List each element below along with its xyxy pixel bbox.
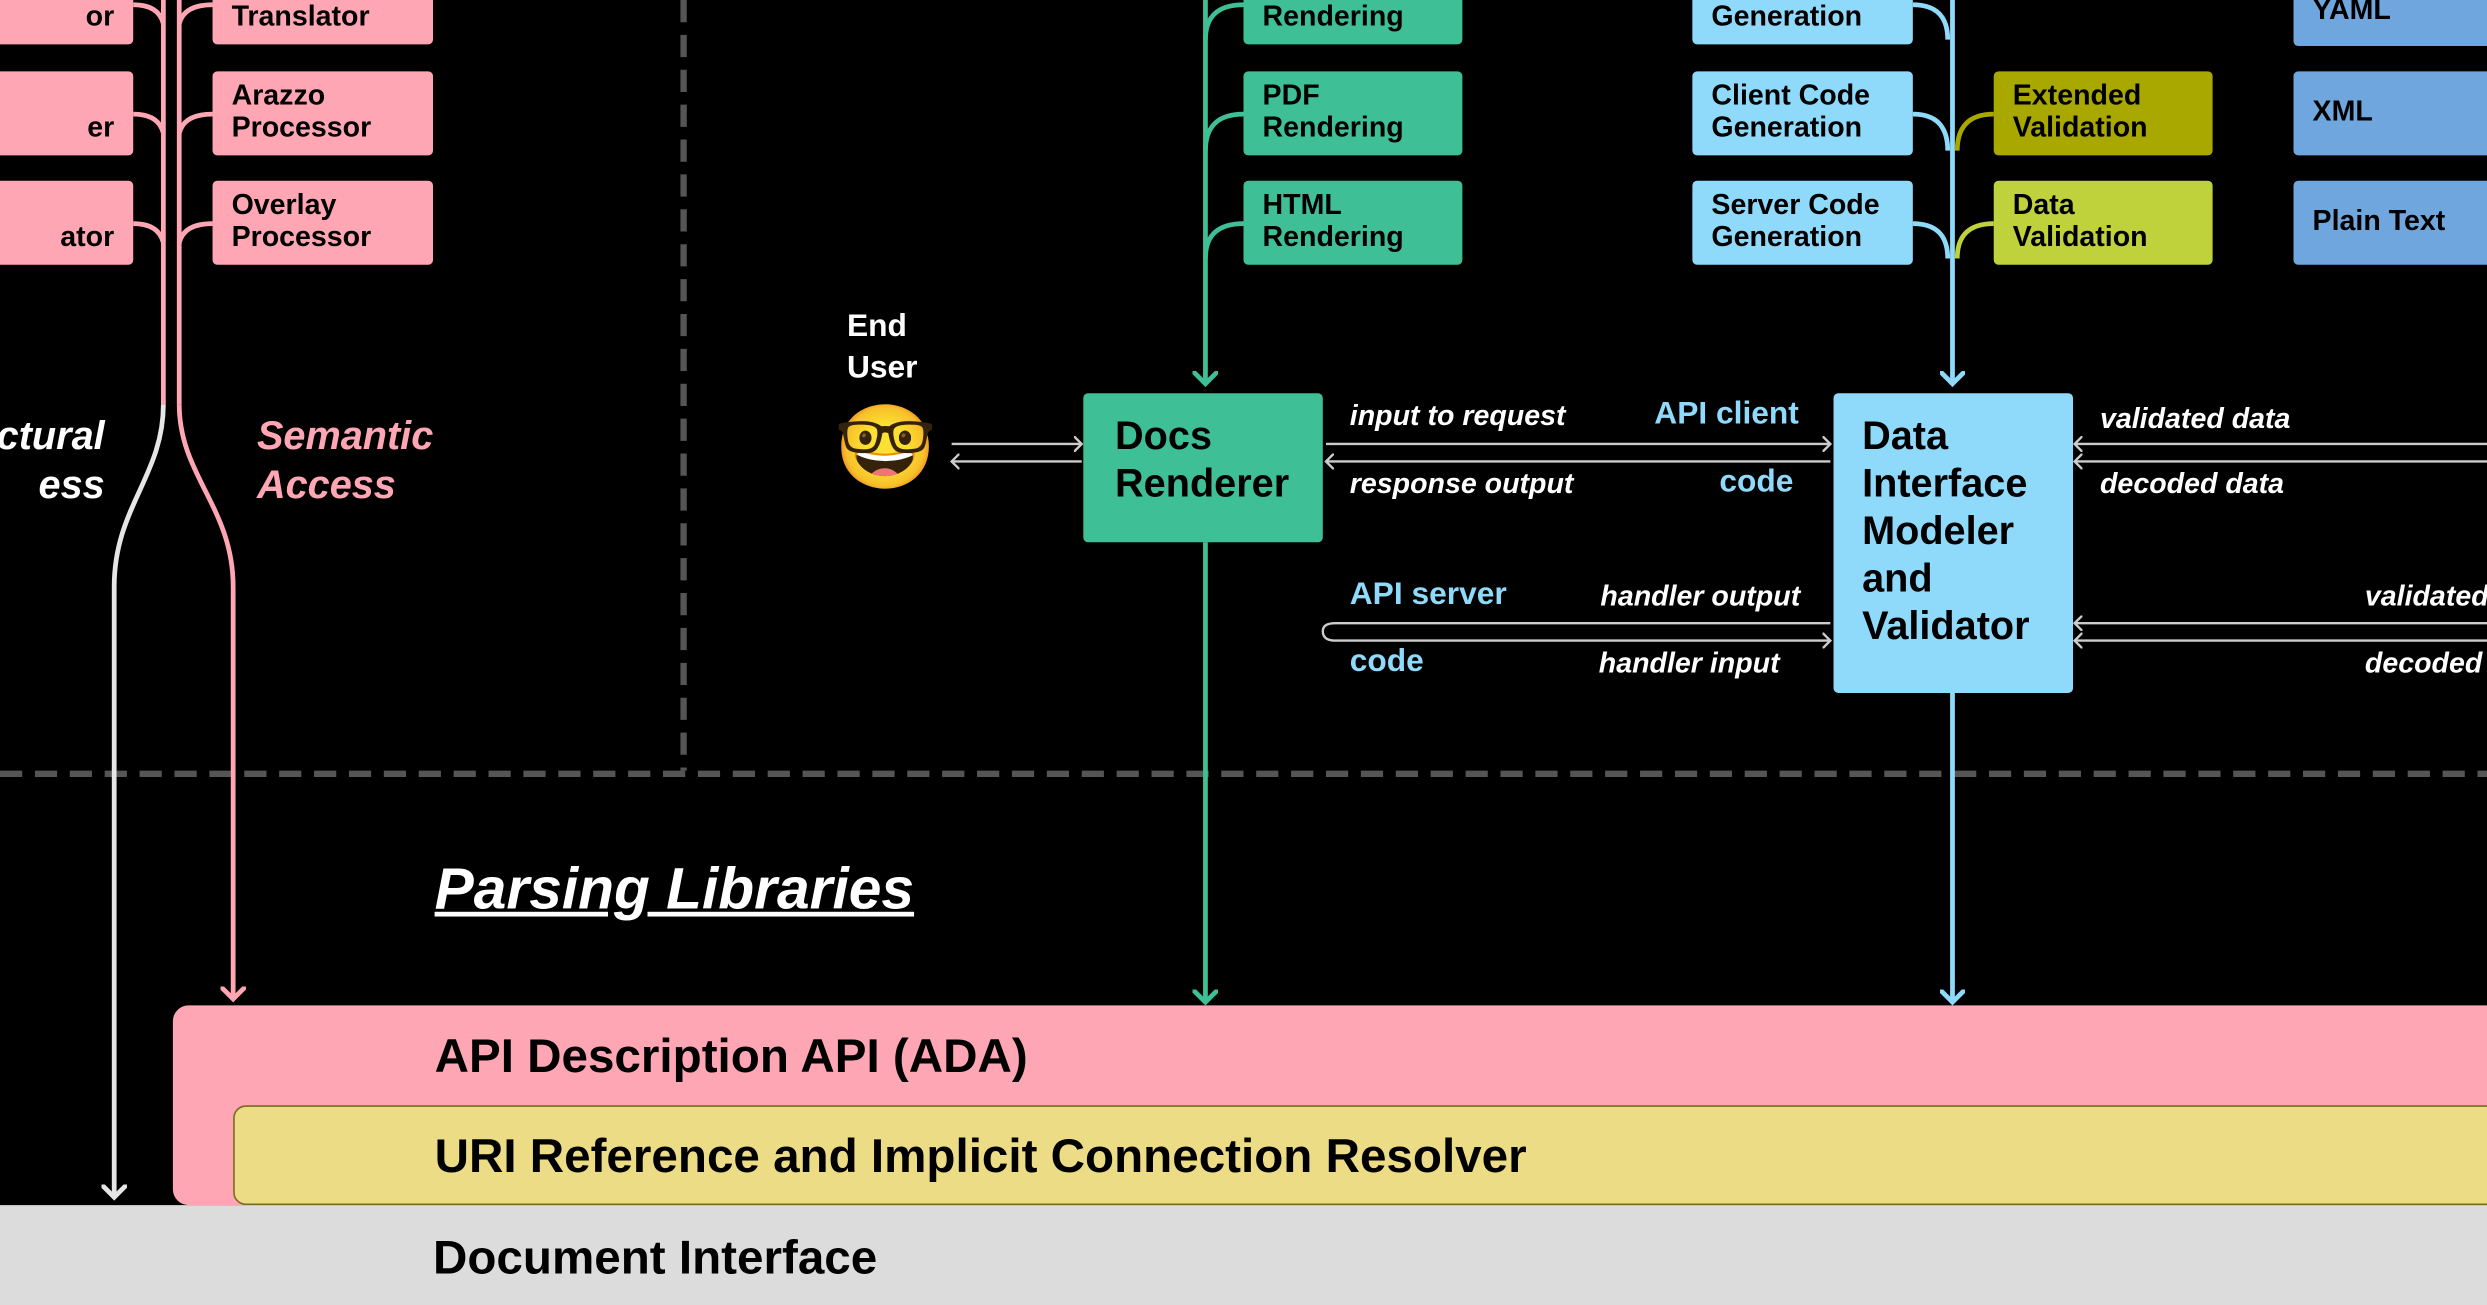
docs-renderer-box: Docs Renderer bbox=[1083, 393, 1323, 543]
html-rendering-box: HTML Rendering bbox=[1243, 180, 1463, 265]
yaml-box: YAML bbox=[2293, 0, 2487, 46]
server-code-label: code bbox=[1349, 643, 1424, 679]
translator-box: Translator bbox=[212, 0, 434, 45]
data-interface-modeler-box: Data Interface Modeler and Validator bbox=[1833, 393, 2074, 693]
api-server-label: API server bbox=[1349, 577, 1507, 613]
document-interface-label: Document Interface bbox=[433, 1232, 878, 1285]
client-code-label: code bbox=[1719, 464, 1794, 500]
handler-input-label: handler input bbox=[1598, 646, 1780, 679]
structural-access-label: ctural ess bbox=[0, 413, 105, 508]
plain-text-box: Plain Text bbox=[2293, 180, 2487, 265]
end-user-label: End User bbox=[846, 309, 918, 386]
partial-box-3: ator bbox=[0, 180, 134, 265]
ada-layer-label: API Description API (ADA) bbox=[434, 1030, 1028, 1084]
pdf-rendering-box: PDF Rendering bbox=[1243, 71, 1463, 156]
validated-data-label: validated data bbox=[2099, 402, 2291, 435]
uri-resolver-layer: URI Reference and Implicit Connection Re… bbox=[233, 1105, 2487, 1206]
partial-box-1: or bbox=[0, 0, 134, 45]
validated-partial-label: validated bbox=[2364, 580, 2487, 613]
partial-box-2: er bbox=[0, 71, 134, 156]
response-output-label: response output bbox=[1349, 467, 1574, 500]
generation-box: Generation bbox=[1692, 0, 1913, 45]
xml-box: XML bbox=[2293, 71, 2487, 156]
decoded-data-label: decoded data bbox=[2099, 467, 2285, 500]
client-code-generation-box: Client Code Generation bbox=[1692, 71, 1913, 156]
decoded-partial-label: decoded bbox=[2364, 646, 2483, 679]
extended-validation-box: Extended Validation bbox=[1993, 71, 2213, 156]
handler-output-label: handler output bbox=[1600, 580, 1801, 613]
overlay-processor-box: Overlay Processor bbox=[212, 180, 434, 265]
server-code-generation-box: Server Code Generation bbox=[1692, 180, 1913, 265]
input-to-request-label: input to request bbox=[1349, 399, 1566, 432]
data-validation-box: Data Validation bbox=[1993, 180, 2213, 265]
parsing-libraries-title: Parsing Libraries bbox=[434, 856, 915, 922]
rendering-box: Rendering bbox=[1243, 0, 1463, 45]
arazzo-processor-box: Arazzo Processor bbox=[212, 71, 434, 156]
nerd-face-icon: 🤓 bbox=[834, 402, 937, 495]
uri-resolver-label: URI Reference and Implicit Connection Re… bbox=[434, 1130, 1527, 1183]
document-interface-layer: Document Interface bbox=[0, 1205, 2487, 1305]
api-client-label: API client bbox=[1654, 396, 1799, 432]
semantic-access-label: Semantic Access bbox=[256, 413, 434, 508]
